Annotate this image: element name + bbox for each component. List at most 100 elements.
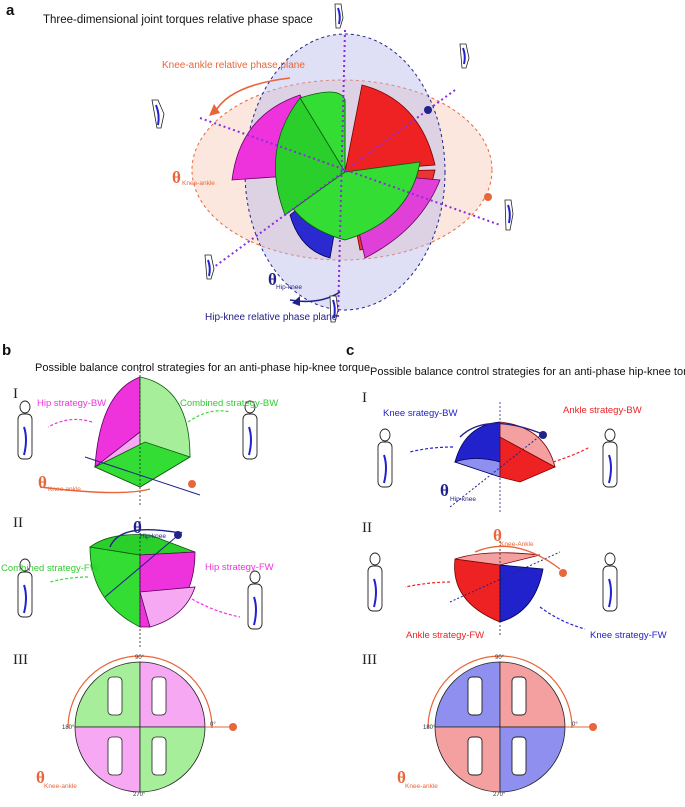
c-figure-II-left-head — [369, 552, 381, 566]
b-III-fig-3 — [107, 736, 123, 776]
b-III-q-bottomright — [139, 726, 206, 793]
c-figure-I-left-muscle — [383, 454, 387, 484]
b-III-theta: θ — [36, 768, 45, 787]
c-II-theta-sub: Knee-Ankle — [500, 541, 534, 548]
c-III-tick-270: 270° — [493, 792, 506, 798]
c-III-outer-arc-left — [427, 655, 501, 729]
panel-c-diagrams — [367, 402, 618, 793]
b-figure-I-right-muscle — [248, 426, 252, 456]
panel-a-title: Three-dimensional joint torques relative… — [43, 14, 313, 26]
b-figure-I-left-muscle — [23, 426, 27, 456]
theta-knee-ankle-symbol: θ — [172, 168, 181, 187]
b-II-theta: θ — [133, 518, 142, 537]
c-II-red-top — [454, 552, 541, 566]
b-I-left-arrow — [47, 418, 93, 428]
b-III-tick-90: 90° — [135, 655, 145, 661]
c-III-q-topright — [499, 661, 566, 728]
c-III-theta: θ — [397, 768, 406, 787]
panel-a-letter: a — [6, 2, 15, 19]
c-II-blue-right — [499, 564, 544, 623]
knee-ankle-arrowhead — [209, 104, 220, 116]
b-III-q-topleft — [74, 661, 141, 728]
c-figure-I-left-head — [379, 428, 391, 442]
c-III-fig-2 — [511, 676, 527, 716]
c-I-arc — [459, 422, 541, 438]
b-III-theta-sub: Knee-ankle — [44, 783, 77, 790]
panel-c-row-III: III — [362, 652, 377, 668]
b-III-fig-1 — [107, 676, 123, 716]
b-I-right-label: Combined strategy-BW — [180, 398, 279, 409]
axis-end-dot-navy — [424, 106, 432, 114]
b-I-green-base — [94, 441, 191, 488]
b-II-theta-sub: Hip-knee — [140, 533, 167, 540]
b-figure-I-right-head — [244, 400, 256, 414]
theta-hip-knee-subscript: Hip-knee — [276, 284, 303, 291]
c-II-arc — [474, 545, 561, 570]
b-III-tick-270: 270° — [133, 792, 146, 798]
axis-end-dot-orange — [484, 193, 492, 201]
b-II-arc — [109, 528, 181, 548]
panel-b-diagrams — [17, 367, 263, 793]
c-figure-II-right-head — [604, 552, 616, 566]
c-III-fig-1 — [467, 676, 483, 716]
b-III-tick-180: 180° — [62, 725, 75, 731]
c-III-q-bottomleft — [434, 726, 501, 793]
theta-hip-knee-symbol: θ — [268, 270, 277, 289]
c-II-left-arrow — [404, 581, 451, 588]
b-II-right-label: Hip strategy-FW — [205, 562, 274, 573]
panel-a-3d-phase-space-diagram — [151, 3, 514, 323]
c-III-fig-3 — [467, 736, 483, 776]
red-wedge-upper — [344, 84, 436, 173]
b-III-fig-2 — [151, 676, 167, 716]
c-II-right-arrow — [539, 606, 586, 630]
knee-ankle-arrow — [214, 77, 291, 113]
panel-c-row-I: I — [362, 390, 367, 406]
c-I-left-label: Knee srategy-BW — [383, 408, 458, 419]
b-I-orange-dot — [188, 480, 196, 488]
b-II-magenta-lower — [139, 586, 196, 628]
purple-axis-vertical — [337, 29, 346, 319]
c-II-theta: θ — [493, 526, 502, 545]
c-III-q-bottomright — [499, 726, 566, 793]
b-II-green-left — [89, 546, 141, 628]
c-I-left-arrow — [409, 446, 454, 453]
c-figure-I-right-head — [604, 428, 616, 442]
leg-muscle-bottom — [332, 299, 336, 319]
hip-knee-arrowhead — [292, 296, 300, 306]
green-wedge-main — [279, 91, 421, 241]
c-II-right-label: Knee strategy-FW — [590, 630, 667, 641]
b-I-theta-sub: Knee-ankle — [48, 486, 81, 493]
b-I-theta: θ — [38, 473, 47, 492]
b-figure-II-right-muscle — [253, 596, 257, 626]
c-figure-II-right-muscle — [608, 578, 612, 608]
hip-knee-plane-label: Hip-knee relative phase plane — [205, 312, 338, 323]
panel-b-row-III: III — [13, 652, 28, 668]
b-III-q-bottomleft — [74, 726, 141, 793]
b-II-left-label: Combined strategy-FW — [1, 563, 99, 574]
b-III-outer-arc-left — [67, 655, 141, 729]
theta-knee-ankle-subscript: Knee-ankle — [182, 180, 215, 187]
c-I-theta: θ — [440, 481, 449, 500]
b-I-diag-axis — [84, 456, 201, 496]
c-III-tick-90: 90° — [495, 655, 505, 661]
panel-b-row-II: II — [13, 515, 23, 531]
b-figure-I-left-head — [19, 400, 31, 414]
panel-c-row-II: II — [362, 520, 372, 536]
b-III-outer-arc — [139, 655, 213, 729]
knee-ankle-plane-label: Knee-ankle relative phase plane — [162, 60, 305, 71]
c-figure-II-left-muscle — [373, 578, 377, 608]
leg-muscle-lower-left — [207, 259, 211, 277]
b-III-tick-0: 0° — [210, 722, 216, 728]
c-III-theta-sub: Knee-ankle — [405, 783, 438, 790]
b-I-left-label: Hip strategy-BW — [37, 398, 107, 409]
b-III-orange-dot — [229, 723, 237, 731]
c-I-diag-axis — [449, 431, 546, 508]
c-III-tick-0: 0° — [572, 722, 578, 728]
panel-b-letter: b — [2, 342, 12, 359]
b-figure-II-right-head — [249, 570, 261, 584]
c-II-left-label: Ankle strategy-FW — [406, 630, 485, 641]
leg-muscle-left — [155, 104, 160, 126]
b-figure-II-left-muscle — [23, 584, 27, 614]
c-III-orange-dot — [589, 723, 597, 731]
c-I-navy-dot — [539, 431, 547, 439]
